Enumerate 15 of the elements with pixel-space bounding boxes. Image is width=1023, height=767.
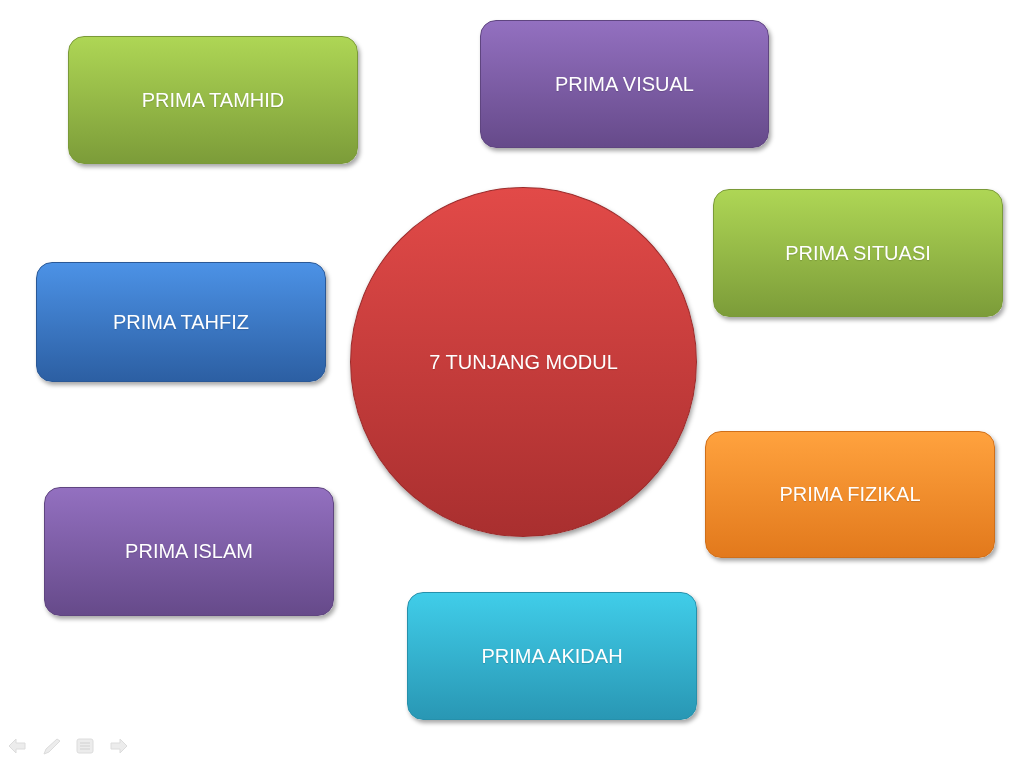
module-label: PRIMA TAMHID [141,88,285,112]
module-label: PRIMA AKIDAH [481,644,623,668]
module-label: PRIMA TAHFIZ [113,310,249,334]
module-label: PRIMA ISLAM [125,540,253,563]
module-box [713,189,1003,317]
module-box [44,487,334,616]
module-box [705,431,995,558]
module-label: PRIMA VISUAL [555,72,694,96]
module-box [407,592,697,720]
module-box [68,36,358,164]
module-box [480,20,769,148]
module-label: PRIMA FIZIKAL [779,483,921,506]
hub-label: 7 TUNJANG MODUL [429,350,618,374]
module-box [36,262,326,382]
module-label: PRIMA SITUASI [785,241,931,265]
